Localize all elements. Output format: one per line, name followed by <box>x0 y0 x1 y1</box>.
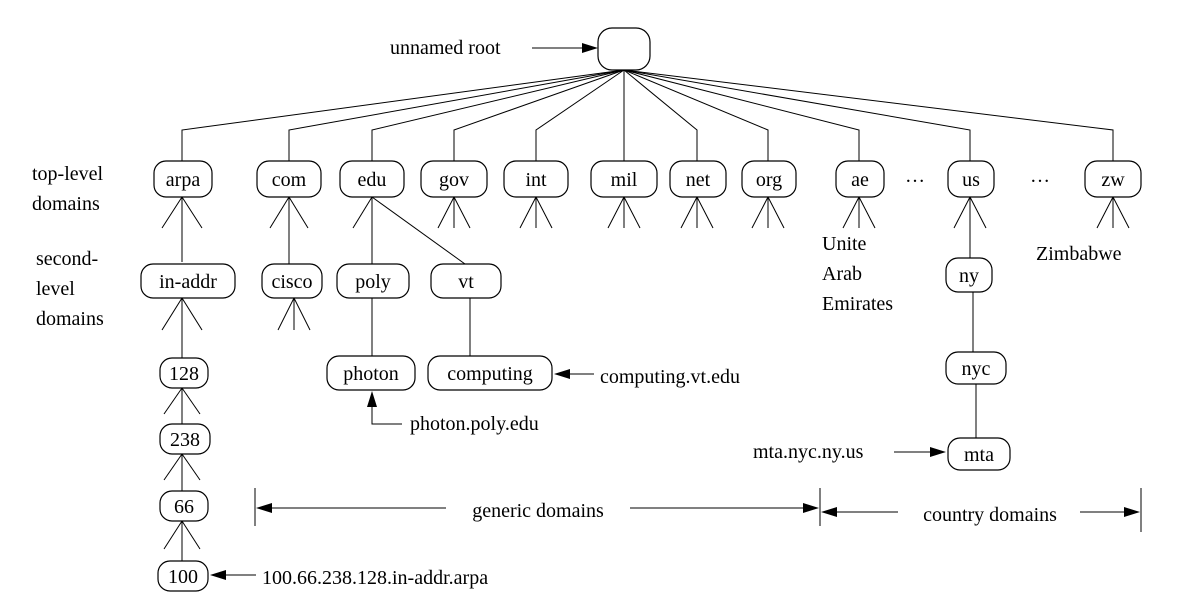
ellipsis-1: … <box>905 165 925 187</box>
top-level-line-2: domains <box>32 193 100 215</box>
tld-us: us <box>947 160 995 198</box>
top-level-domains-label: top-level domains <box>32 163 108 215</box>
svg-text:arpa: arpa <box>166 169 201 191</box>
tld-org: org <box>741 160 797 198</box>
tld-int: int <box>503 160 569 198</box>
svg-text:edu: edu <box>358 169 387 191</box>
root-node <box>597 27 651 71</box>
node-66: 66 <box>159 490 209 522</box>
node-vt: vt <box>430 263 502 299</box>
svg-text:nyc: nyc <box>962 358 991 380</box>
svg-text:org: org <box>756 169 782 191</box>
second-level-edges <box>161 292 977 438</box>
second-level-domains-label: second- level domains <box>36 248 104 330</box>
tld-edu: edu <box>339 160 405 198</box>
svg-text:zw: zw <box>1101 169 1125 191</box>
root-annotation: unnamed root <box>390 37 501 59</box>
node-in-addr: in-addr <box>140 263 236 299</box>
computing-annotation: computing.vt.edu <box>600 366 740 388</box>
tld-com: com <box>256 160 322 198</box>
node-computing: computing <box>427 355 553 391</box>
ellipsis-2: … <box>1030 165 1050 187</box>
svg-text:66: 66 <box>174 496 194 518</box>
svg-text:us: us <box>962 169 980 191</box>
svg-text:ny: ny <box>959 265 979 287</box>
second-level-line-3: domains <box>36 308 104 330</box>
tld-zw: zw <box>1084 160 1142 198</box>
svg-text:100: 100 <box>168 566 198 588</box>
svg-text:computing: computing <box>447 363 533 385</box>
tld-arpa: arpa <box>153 160 213 198</box>
node-128: 128 <box>159 357 209 389</box>
arpa-addr-arrow <box>210 570 256 580</box>
svg-text:photon: photon <box>343 363 399 385</box>
svg-text:mil: mil <box>611 169 638 191</box>
country-domains-label: country domains <box>923 504 1057 526</box>
svg-text:128: 128 <box>169 363 199 385</box>
svg-text:mta: mta <box>964 444 994 466</box>
svg-text:in-addr: in-addr <box>159 271 217 293</box>
country-name-ae: Unite Arab Emirates <box>822 233 893 315</box>
svg-text:int: int <box>525 169 547 191</box>
second-level-line-2: level <box>36 278 75 300</box>
node-100: 100 <box>157 560 209 592</box>
svg-text:cisco: cisco <box>271 271 312 293</box>
country-name-ae-line-3: Emirates <box>822 293 893 315</box>
country-name-zw: Zimbabwe <box>1036 243 1122 265</box>
tld-net: net <box>669 160 727 198</box>
photon-annotation: photon.poly.edu <box>410 413 539 435</box>
node-mta: mta <box>947 437 1011 471</box>
generic-domains-range <box>254 488 821 526</box>
arpa-addr-annotation: 100.66.238.128.in-addr.arpa <box>262 567 488 589</box>
photon-arrow <box>367 391 402 425</box>
node-cisco: cisco <box>261 263 323 299</box>
svg-text:238: 238 <box>170 429 200 451</box>
computing-arrow <box>554 369 594 379</box>
arpa-chain-fans <box>163 387 201 561</box>
tld-ae: ae <box>835 160 885 198</box>
svg-text:gov: gov <box>439 169 469 191</box>
second-level-line-1: second- <box>36 248 98 270</box>
mta-annotation: mta.nyc.ny.us <box>753 441 864 463</box>
node-ny: ny <box>945 257 993 293</box>
tld-fans <box>161 196 1130 265</box>
country-domains-range <box>821 488 1142 532</box>
tld-mil: mil <box>590 160 658 198</box>
root-edges <box>181 69 1114 161</box>
node-238: 238 <box>159 423 211 455</box>
mta-arrow <box>894 447 946 457</box>
node-photon: photon <box>326 355 416 391</box>
root-arrow <box>532 43 598 53</box>
country-name-ae-line-1: Unite <box>822 233 867 255</box>
tld-gov: gov <box>420 160 488 198</box>
node-nyc: nyc <box>945 351 1007 385</box>
svg-text:net: net <box>686 169 711 191</box>
node-poly: poly <box>336 263 410 299</box>
generic-domains-label: generic domains <box>472 500 604 522</box>
svg-text:poly: poly <box>355 271 391 293</box>
country-name-ae-line-2: Arab <box>822 263 862 285</box>
svg-text:vt: vt <box>458 271 474 293</box>
svg-text:ae: ae <box>851 169 869 191</box>
top-level-line-1: top-level <box>32 163 104 185</box>
svg-text:com: com <box>272 169 307 191</box>
